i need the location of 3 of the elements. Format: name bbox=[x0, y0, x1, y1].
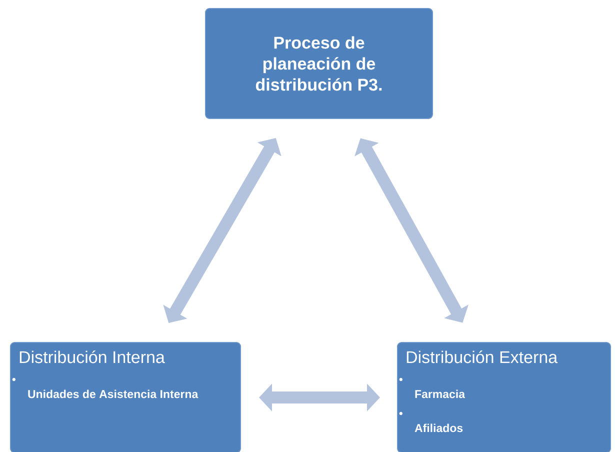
process-box: Distribución Externa Farmacia Afiliados bbox=[397, 342, 611, 452]
process-box: Proceso de planeación de distribución P3. bbox=[205, 8, 433, 119]
process-box: Distribución Interna Unidades de Asistencia Interna bbox=[10, 342, 241, 452]
